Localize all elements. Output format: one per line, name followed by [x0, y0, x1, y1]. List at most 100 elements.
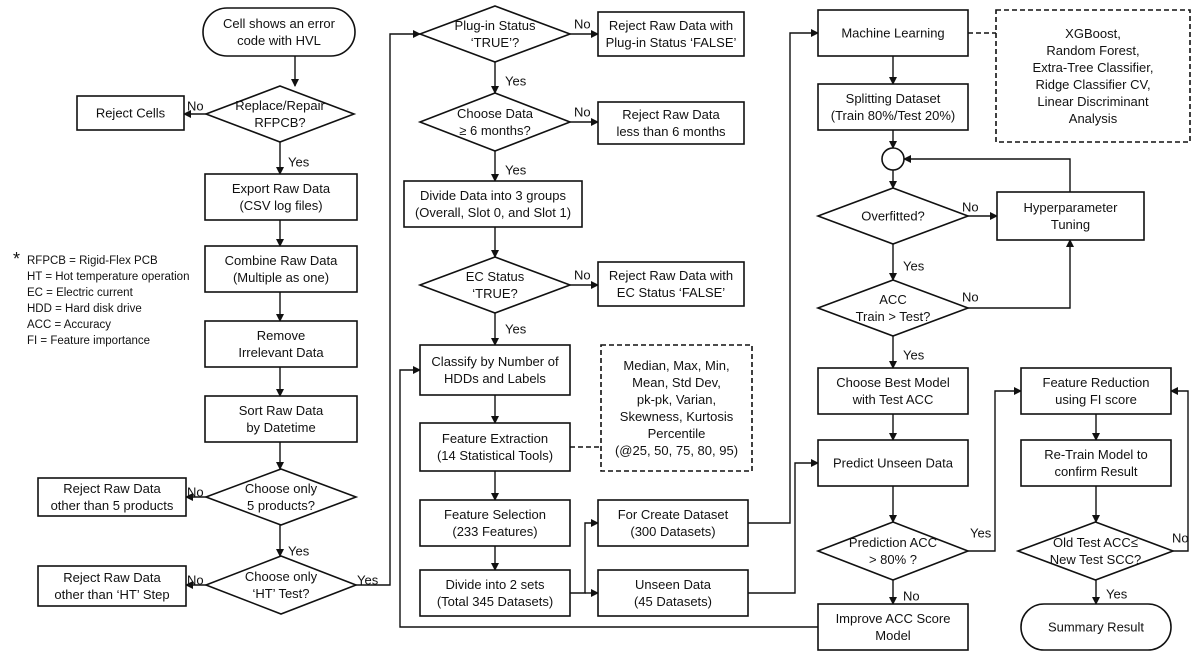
node-prediction-acc: Prediction ACC > 80% ? — [815, 521, 971, 581]
node-label: Divide Data into 3 groups — [420, 188, 566, 203]
node-label: code with HVL — [237, 33, 321, 48]
node-combine-raw: Combine Raw Data(Multiple as one) — [204, 245, 358, 293]
node-label: Reject Raw Data — [63, 570, 161, 585]
edge-label-no: No — [1172, 531, 1189, 546]
edge-label-yes: Yes — [505, 322, 527, 337]
edge-label-no: No — [187, 573, 204, 588]
node-label: Replace/Repair — [235, 98, 325, 113]
edge-label-yes: Yes — [357, 573, 379, 588]
node-label: (300 Datasets) — [630, 524, 715, 539]
edge-label-yes: Yes — [970, 526, 992, 541]
node-label: Reject Raw Data — [63, 481, 161, 496]
note-rfpcb: RFPCB = Rigid-Flex PCB — [27, 255, 158, 267]
node-label: EC Status — [466, 269, 525, 284]
node-label: with Test ACC — [852, 392, 934, 407]
node-label: RFPCB? — [254, 115, 305, 130]
edge-label-no: No — [574, 105, 591, 120]
node-label: Overfitted? — [861, 209, 925, 224]
edge-label-yes: Yes — [903, 259, 925, 274]
node-label: Skewness, Kurtosis — [620, 409, 734, 424]
node-label: Feature Extraction — [442, 431, 548, 446]
node-label: Choose Data — [457, 106, 534, 121]
node-label: Machine Learning — [841, 26, 944, 41]
node-predict-unseen: Predict Unseen Data — [817, 439, 969, 487]
node-label: Irrelevant Data — [238, 345, 324, 360]
edge-label-no: No — [962, 200, 979, 215]
node-label: (CSV log files) — [239, 198, 322, 213]
edge-label-yes: Yes — [1106, 587, 1128, 602]
node-label: Choose Best Model — [836, 375, 950, 390]
node-reject-ht: Reject Raw Data other than ‘HT’ Step — [37, 565, 187, 607]
node-summary-result: Summary Result — [1020, 603, 1172, 651]
node-label: (Multiple as one) — [233, 270, 329, 285]
node-label: (233 Features) — [452, 524, 537, 539]
node-label: HDDs and Labels — [444, 371, 546, 386]
edge-label-yes: Yes — [903, 348, 925, 363]
edge-label-no: No — [187, 99, 204, 114]
node-label: Prediction ACC — [849, 535, 937, 550]
flowchart-nodes: Cell shows an error code with HVL Replace/… — [37, 5, 1191, 651]
node-label: Splitting Dataset — [846, 91, 941, 106]
note-ec: EC = Electric current — [27, 287, 133, 299]
node-unseen-data: Unseen Data(45 Datasets) — [597, 569, 749, 617]
node-export-raw: Export Raw Data (CSV log files) — [204, 173, 358, 221]
node-label: confirm Result — [1054, 464, 1137, 479]
node-label: Predict Unseen Data — [833, 456, 954, 471]
notes-marker: * — [13, 249, 21, 269]
node-label: Reject Raw Data with — [609, 18, 733, 33]
node-label: New Test SCC? — [1050, 552, 1142, 567]
node-label: Tuning — [1051, 217, 1090, 232]
node-label: (45 Datasets) — [634, 594, 712, 609]
edge-label-no: No — [574, 17, 591, 32]
edge-label-yes: Yes — [288, 544, 310, 559]
node-choose-6-months: Choose Data≥ 6 months? — [417, 92, 573, 152]
node-label: Hyperparameter — [1024, 200, 1119, 215]
node-label: Sort Raw Data — [239, 403, 324, 418]
flow-connector — [1170, 387, 1189, 552]
flow-connector — [968, 387, 1022, 552]
node-label: Divide into 2 sets — [446, 577, 545, 592]
node-start: Cell shows an error code with HVL — [202, 7, 356, 57]
node-choose-best-model: Choose Best Model with Test ACC — [817, 367, 969, 415]
flow-connector — [903, 155, 1071, 192]
node-label: Random Forest, — [1046, 43, 1139, 58]
abbreviation-notes: * RFPCB = Rigid-Flex PCB HT = Hot temper… — [13, 249, 189, 349]
node-label: > 80% ? — [869, 552, 917, 567]
node-label: Choose only — [245, 481, 318, 496]
node-label: Reject Cells — [96, 106, 166, 121]
node-label: EC Status ‘FALSE’ — [617, 285, 725, 300]
merge-connector — [881, 147, 905, 171]
edge-label-yes: Yes — [288, 155, 310, 170]
node-label: ‘TRUE’? — [471, 35, 519, 50]
flow-connector — [748, 459, 819, 594]
node-label: (Overall, Slot 0, and Slot 1) — [415, 205, 571, 220]
flow-connector — [748, 29, 819, 524]
node-label: using FI score — [1055, 392, 1137, 407]
node-label: Feature Selection — [444, 507, 546, 522]
node-label: Cell shows an error — [223, 16, 336, 31]
node-stat-tools: Median, Max, Min,Mean, Std Dev,pk-pk, Va… — [600, 344, 753, 472]
node-label: Analysis — [1069, 111, 1118, 126]
node-label: Improve ACC Score — [836, 611, 951, 626]
note-hdd: HDD = Hard disk drive — [27, 303, 142, 315]
node-overfitted: Overfitted? — [815, 187, 971, 245]
node-label: (Total 345 Datasets) — [437, 594, 553, 609]
node-feature-extraction: Feature Extraction(14 Statistical Tools) — [419, 422, 571, 472]
edge-label-no: No — [187, 485, 204, 500]
node-label: other than ‘HT’ Step — [54, 587, 169, 602]
node-label: Export Raw Data — [232, 181, 331, 196]
flow-connector — [399, 366, 818, 628]
node-label: XGBoost, — [1065, 26, 1121, 41]
